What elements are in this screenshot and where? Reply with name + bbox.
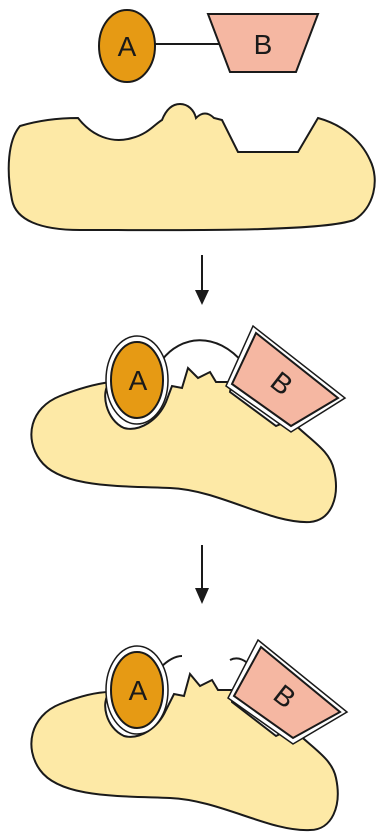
stage-2-substrate-a-label: A: [129, 365, 148, 396]
stage-1-enzyme: [9, 104, 375, 230]
stage-3-substrate-a-label: A: [129, 675, 148, 706]
arrow-1: [195, 255, 209, 305]
stage-3-bond-broken: A B: [31, 640, 347, 830]
arrow-2: [195, 545, 209, 604]
stage-1-substrate-a-label: A: [118, 31, 137, 62]
stage-1-substrate-b-label: B: [254, 29, 273, 60]
stage-1-separate-substrates: A B: [9, 10, 375, 230]
stage-2-bound-substrates: A B: [31, 326, 345, 522]
stage-2-bond-arc: [162, 340, 244, 364]
